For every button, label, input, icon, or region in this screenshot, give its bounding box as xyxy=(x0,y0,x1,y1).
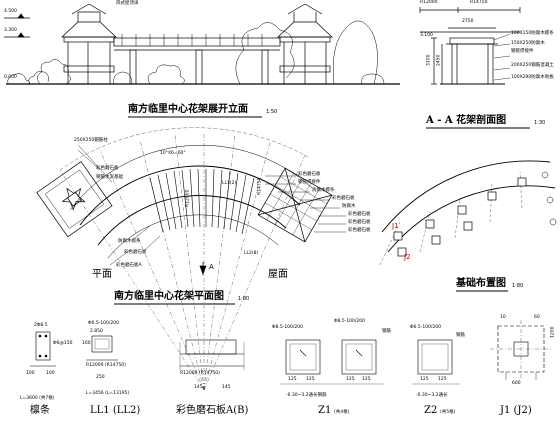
foundation-scale: 1:80 xyxy=(512,283,524,289)
detail-dim: 160 xyxy=(82,341,91,346)
title-underlines xyxy=(114,116,530,305)
plan-callout: 彩色磨石板 xyxy=(298,172,321,177)
detail-dim: 125 xyxy=(346,377,355,382)
detail-dim: 125 xyxy=(306,377,315,382)
detail-note: -0.30~3.2通长钢筋 xyxy=(286,393,327,398)
detail-dim: 125 xyxy=(438,377,447,382)
level-label: 0.000 xyxy=(4,75,17,80)
detail-caption: Z2 xyxy=(424,405,438,416)
plan-callout: 防腐木檩条 xyxy=(118,239,141,244)
beam-tag: LL1(2) xyxy=(222,181,237,186)
detail-dim: 100 xyxy=(46,371,55,376)
detail-note: 钢筋 xyxy=(382,329,391,334)
plan-drawing xyxy=(36,127,346,391)
detail-dim: 145 xyxy=(194,385,203,390)
section-level: 3.100 xyxy=(420,33,433,38)
elevation-title: 南方临里中心花架展开立面 xyxy=(128,104,248,115)
section-height-dim: 2450 xyxy=(436,54,442,66)
detail-caption: J1 (J2) xyxy=(500,405,532,416)
plan-angle-dim: 10°X6=60° xyxy=(160,151,186,156)
detail-dim: 125 xyxy=(362,377,371,382)
plan-callout: 彩色磨石板 xyxy=(332,196,355,201)
plan-callout: 防腐木檩条 xyxy=(312,188,335,193)
plan-callout: 彩色磨石板 xyxy=(124,250,147,255)
plan-callout: 彩色磨石板 xyxy=(348,220,371,225)
detail-note: 钢筋 xyxy=(456,333,465,338)
plan-word: 平面 xyxy=(92,269,112,280)
foundation-title: 基础布置图 xyxy=(456,278,506,289)
section-callout: 150X250防腐木 xyxy=(511,41,545,46)
detail-note: -0.30~3.2通长 xyxy=(416,393,448,398)
section-callout: 100X150防腐木檩条 xyxy=(511,31,554,36)
section-height-dim: 3100 xyxy=(426,54,432,66)
detail-note: Φ8.5-100/200 xyxy=(272,325,304,330)
plan-radius-dim: R14750 xyxy=(257,177,263,195)
level-label: 3.300 xyxy=(4,28,17,33)
roof-word: 屋面 xyxy=(268,269,288,280)
detail-dim: 10 xyxy=(500,315,506,320)
plan-callout: 钢管水泥基础 xyxy=(96,175,123,180)
section-top-dim: R12000 xyxy=(420,0,438,5)
detail-caption-note: (共4根) xyxy=(334,410,350,415)
section-mark: A xyxy=(209,263,214,271)
plan-radius-dim: R12000 xyxy=(185,189,191,207)
detail-note: Φ6.5-100/200 xyxy=(88,321,120,326)
plan-callout: 钢管焊接件 xyxy=(298,180,321,185)
detail-note: L=3456 (L=13195) xyxy=(86,391,130,396)
plan-title: 南方临里中心花架平面图 xyxy=(114,291,224,302)
detail-note: L=3600 (共7根) xyxy=(20,396,55,401)
detail-note: Φ8.5-100/200 xyxy=(334,319,366,324)
plan-scale: 1:80 xyxy=(238,296,250,302)
elevation-note: 风式屋顶详 xyxy=(116,1,139,6)
details-drawing xyxy=(30,320,552,385)
plan-callout: 彩色磨石板 xyxy=(348,228,371,233)
elevation-scale: 1:50 xyxy=(266,109,278,115)
detail-caption: 檩条 xyxy=(30,405,50,416)
detail-note: 2.850 xyxy=(90,329,103,334)
detail-caption-note: (共5根) xyxy=(440,410,456,415)
detail-note: R12000 (R14750) xyxy=(86,363,126,368)
detail-dim: 60 xyxy=(534,315,540,320)
foundation-drawing xyxy=(379,160,557,266)
plan-column-note: 250X250钢筋柱 xyxy=(74,138,108,143)
section-callout: 100X290防腐木地板 xyxy=(511,75,554,80)
detail-note: Φ6.5-100/200 xyxy=(410,325,442,330)
detail-caption: 彩色磨石板A(B) xyxy=(176,405,249,416)
detail-note: 2Φ8.5 xyxy=(34,323,48,328)
plan-callout: 彩色磨石板 xyxy=(96,166,119,171)
plan-callout: 彩色磨石板 xyxy=(348,212,371,217)
foundation-tag: J2 xyxy=(404,253,411,261)
beam-tag: LL2(8) xyxy=(244,251,259,256)
detail-dim: 145 xyxy=(222,385,231,390)
section-width-dim: 2750 xyxy=(462,19,474,24)
detail-dim: 100 xyxy=(26,371,35,376)
detail-dim: 125 xyxy=(288,377,297,382)
foundation-tag: J1 xyxy=(392,222,399,230)
section-drawing xyxy=(419,7,521,85)
detail-note: 1200 xyxy=(550,326,556,338)
section-scale: 1:30 xyxy=(534,120,546,126)
elevation-drawing xyxy=(4,3,400,85)
detail-note: 600 xyxy=(512,381,521,386)
detail-caption: LL1 (LL2) xyxy=(90,405,141,416)
section-top-dim: R14750 xyxy=(470,0,488,5)
detail-dim: 250 xyxy=(96,375,105,380)
section-callout: 200X250钢筋混凝土 xyxy=(511,63,554,68)
detail-dim: 125 xyxy=(420,377,429,382)
section-title: A - A 花架剖面图 xyxy=(426,115,507,126)
detail-caption: Z1 xyxy=(318,405,332,416)
plan-callout: 防腐木 xyxy=(342,204,356,209)
level-label: 4.500 xyxy=(4,9,17,14)
detail-note: R12000 (R14750) xyxy=(180,371,220,376)
detail-note: Φ6@150 xyxy=(53,341,73,346)
section-callout: 钢管焊接件 xyxy=(511,49,534,54)
plan-callout: 彩色磨石板A xyxy=(116,263,142,268)
